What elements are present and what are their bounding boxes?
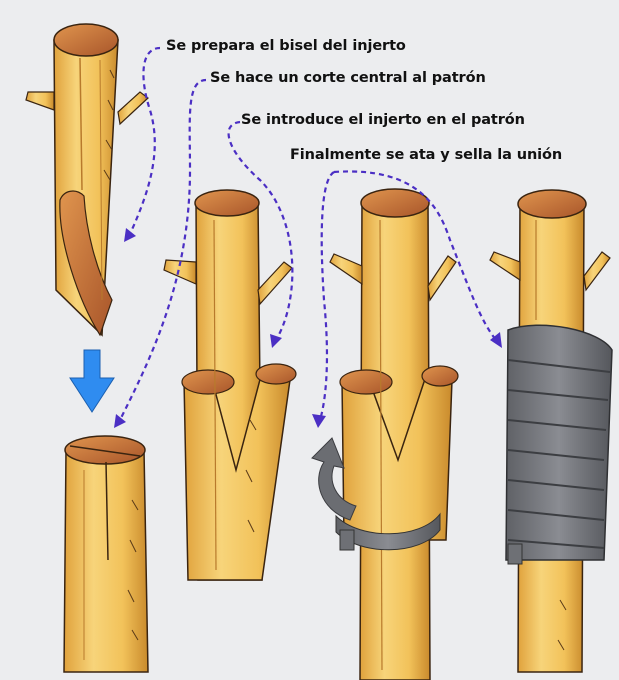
pointer-head-icon (490, 332, 502, 348)
scion-prepared (26, 24, 148, 335)
pointer-line-cut (120, 80, 206, 420)
pointer-lines (120, 48, 496, 420)
pointer-head-icon (124, 228, 136, 242)
graft-wrapping (330, 189, 458, 680)
rootstock-cut (64, 436, 148, 672)
step-label-tie-seal: Finalmente se ata y sella la unión (290, 147, 562, 163)
pointer-line-bevel (130, 48, 160, 234)
step-label-insert: Se introduce el injerto en el patrón (241, 112, 525, 128)
step-label-central-cut: Se hace un corte central al patrón (210, 70, 486, 86)
step-label-bevel: Se prepara el bisel del injerto (166, 38, 406, 54)
pointer-head-icon (114, 414, 126, 428)
pointer-head-icon (312, 414, 326, 428)
scion-inserted (164, 190, 296, 580)
pointer-head-icon (270, 334, 282, 348)
graft-sealed (490, 190, 612, 672)
down-arrow-icon (70, 350, 114, 412)
pointer-line-tie-left (320, 172, 334, 420)
